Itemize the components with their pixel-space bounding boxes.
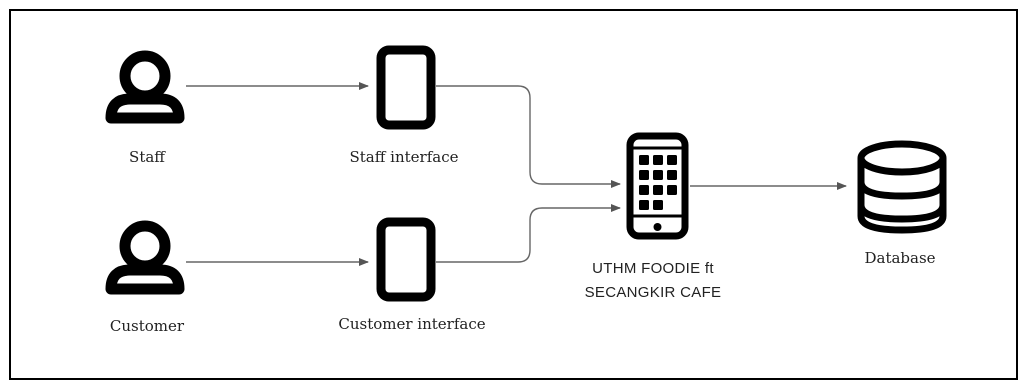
- app-label-line1: UTHM FOODIE ft: [592, 260, 714, 277]
- app-phone-icon: [626, 132, 689, 240]
- staff-interface-phone-icon: [376, 45, 436, 130]
- customer-interface-phone-icon: [376, 217, 436, 302]
- customer-interface-label: Customer interface: [338, 315, 485, 333]
- customer-user-icon: [105, 220, 185, 295]
- staff-label: Staff: [129, 148, 166, 166]
- edge-customer-interface-to-app: [436, 204, 621, 263]
- staff-user-icon: [105, 50, 185, 124]
- diagram-frame: [9, 9, 1018, 380]
- app-label-line2: SECANGKIR CAFE: [585, 284, 722, 301]
- customer-label: Customer: [110, 317, 185, 335]
- connectors: [186, 82, 847, 266]
- staff-interface-label: Staff interface: [350, 148, 459, 166]
- database-label: Database: [864, 249, 935, 267]
- edge-staff-interface-to-app: [436, 85, 621, 188]
- database-icon: [857, 140, 947, 234]
